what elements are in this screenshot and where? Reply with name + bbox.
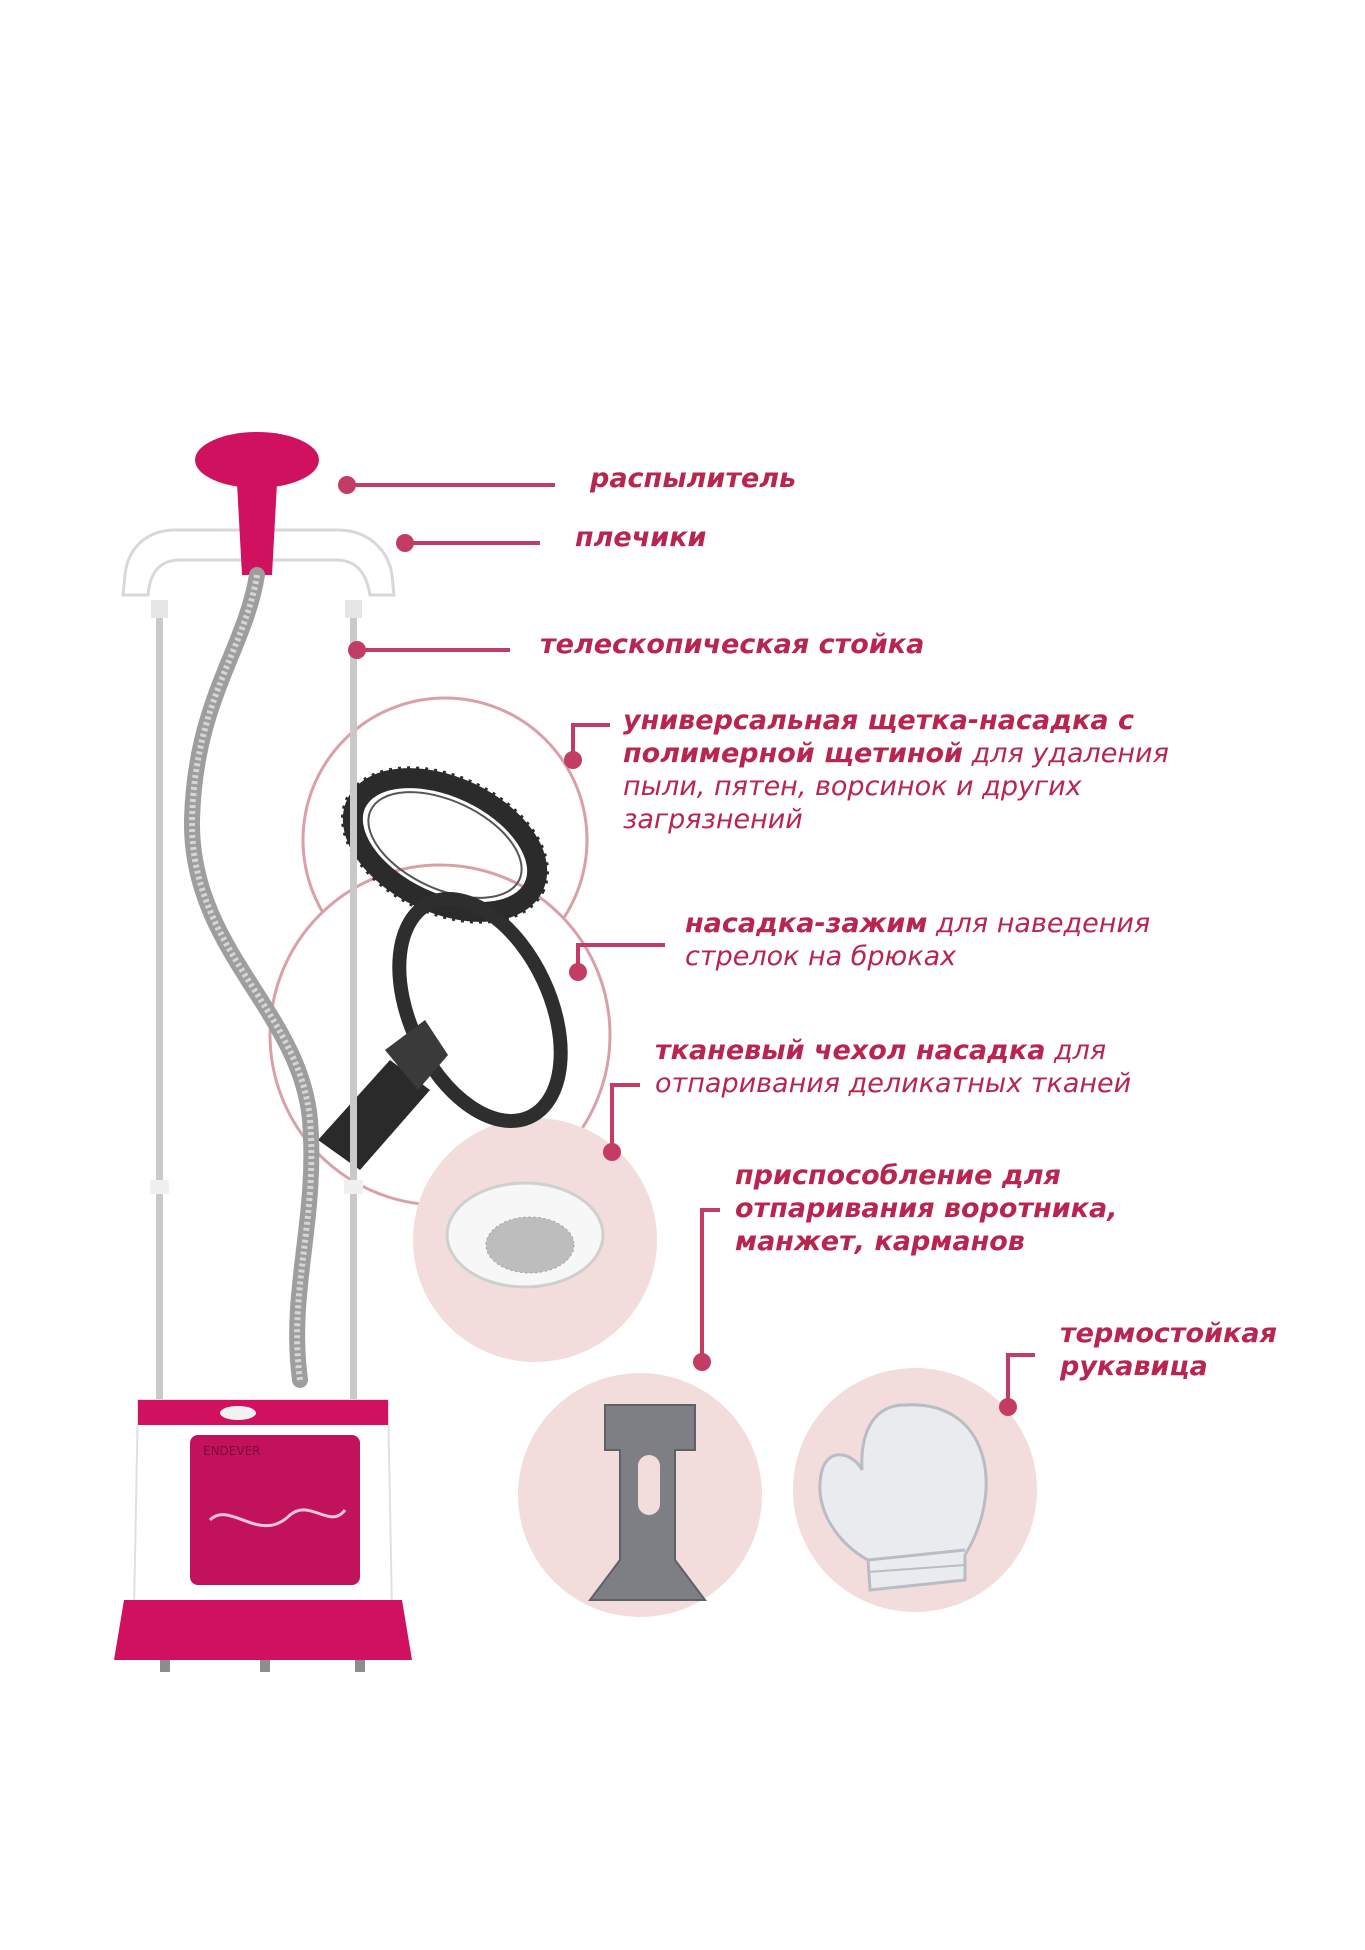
callout-dot-cover bbox=[603, 1143, 621, 1161]
label-brush: универсальная щетка-насадка с полимерной… bbox=[623, 705, 1233, 837]
callout-line-collar bbox=[700, 1208, 720, 1360]
callout-lines bbox=[345, 483, 1035, 1405]
hanger bbox=[121, 528, 396, 597]
label-brush-bold: универсальная щетка-насадка с полимерной… bbox=[623, 705, 1134, 769]
label-sprayer-text: распылитель bbox=[590, 463, 797, 494]
label-hanger: плечики bbox=[575, 522, 706, 555]
callout-line-brush bbox=[571, 723, 610, 758]
callout-dot-pole bbox=[348, 641, 366, 659]
callout-dot-collar bbox=[693, 1353, 711, 1371]
callout-dot-sprayer bbox=[338, 476, 356, 494]
callout-line-glove bbox=[1006, 1353, 1035, 1405]
label-glove-text: термостойкая рукавица bbox=[1060, 1318, 1277, 1382]
label-clip-bold: насадка-зажим bbox=[685, 908, 928, 939]
label-pole-text: телескопическая стойка bbox=[540, 629, 925, 660]
label-sprayer: распылитель bbox=[590, 463, 796, 496]
brand-logo: ENDEVER bbox=[203, 1444, 261, 1458]
label-clip-rest: для наведения стрелок на брюках bbox=[685, 908, 1159, 972]
label-cover-bold: тканевый чехол насадка bbox=[655, 1035, 1046, 1066]
callout-dot-hanger bbox=[396, 534, 414, 552]
label-collar-text: приспособление для отпаривания воротника… bbox=[735, 1160, 1118, 1257]
heat-glove-image bbox=[818, 1403, 988, 1592]
callout-dot-brush bbox=[564, 751, 582, 769]
callout-dots bbox=[338, 476, 1017, 1416]
sprayer-handle bbox=[236, 465, 278, 575]
steamer-foot bbox=[114, 1600, 412, 1660]
label-hanger-text: плечики bbox=[575, 522, 707, 553]
sprayer-top bbox=[195, 432, 319, 488]
callout-dot-glove bbox=[999, 1398, 1017, 1416]
label-pole: телескопическая стойка bbox=[540, 629, 924, 662]
label-brush-rest: для удаления пыли, пятен, ворсинок и дру… bbox=[623, 737, 1178, 835]
callout-dot-clip bbox=[569, 963, 587, 981]
fabric-cover-image bbox=[445, 1181, 605, 1289]
label-glove: термостойкая рукавица bbox=[1060, 1318, 1320, 1384]
label-cover: тканевый чехол насадка для отпаривания д… bbox=[655, 1035, 1225, 1101]
left-pole bbox=[156, 600, 163, 1420]
callout-line-clip bbox=[576, 943, 665, 970]
label-clip: насадка-зажим для наведения стрелок на б… bbox=[685, 908, 1205, 974]
label-cover-rest: для отпаривания деликатных тканей bbox=[655, 1035, 1132, 1099]
label-collar: приспособление для отпаривания воротника… bbox=[735, 1160, 1185, 1259]
right-pole bbox=[350, 600, 357, 1420]
garment-steamer-image: ENDEVER bbox=[114, 432, 412, 1672]
collar-board-image bbox=[588, 1404, 707, 1601]
water-tank bbox=[190, 1435, 360, 1585]
clip-attachment-image bbox=[318, 892, 568, 1170]
callout-line-cover bbox=[610, 1083, 640, 1150]
